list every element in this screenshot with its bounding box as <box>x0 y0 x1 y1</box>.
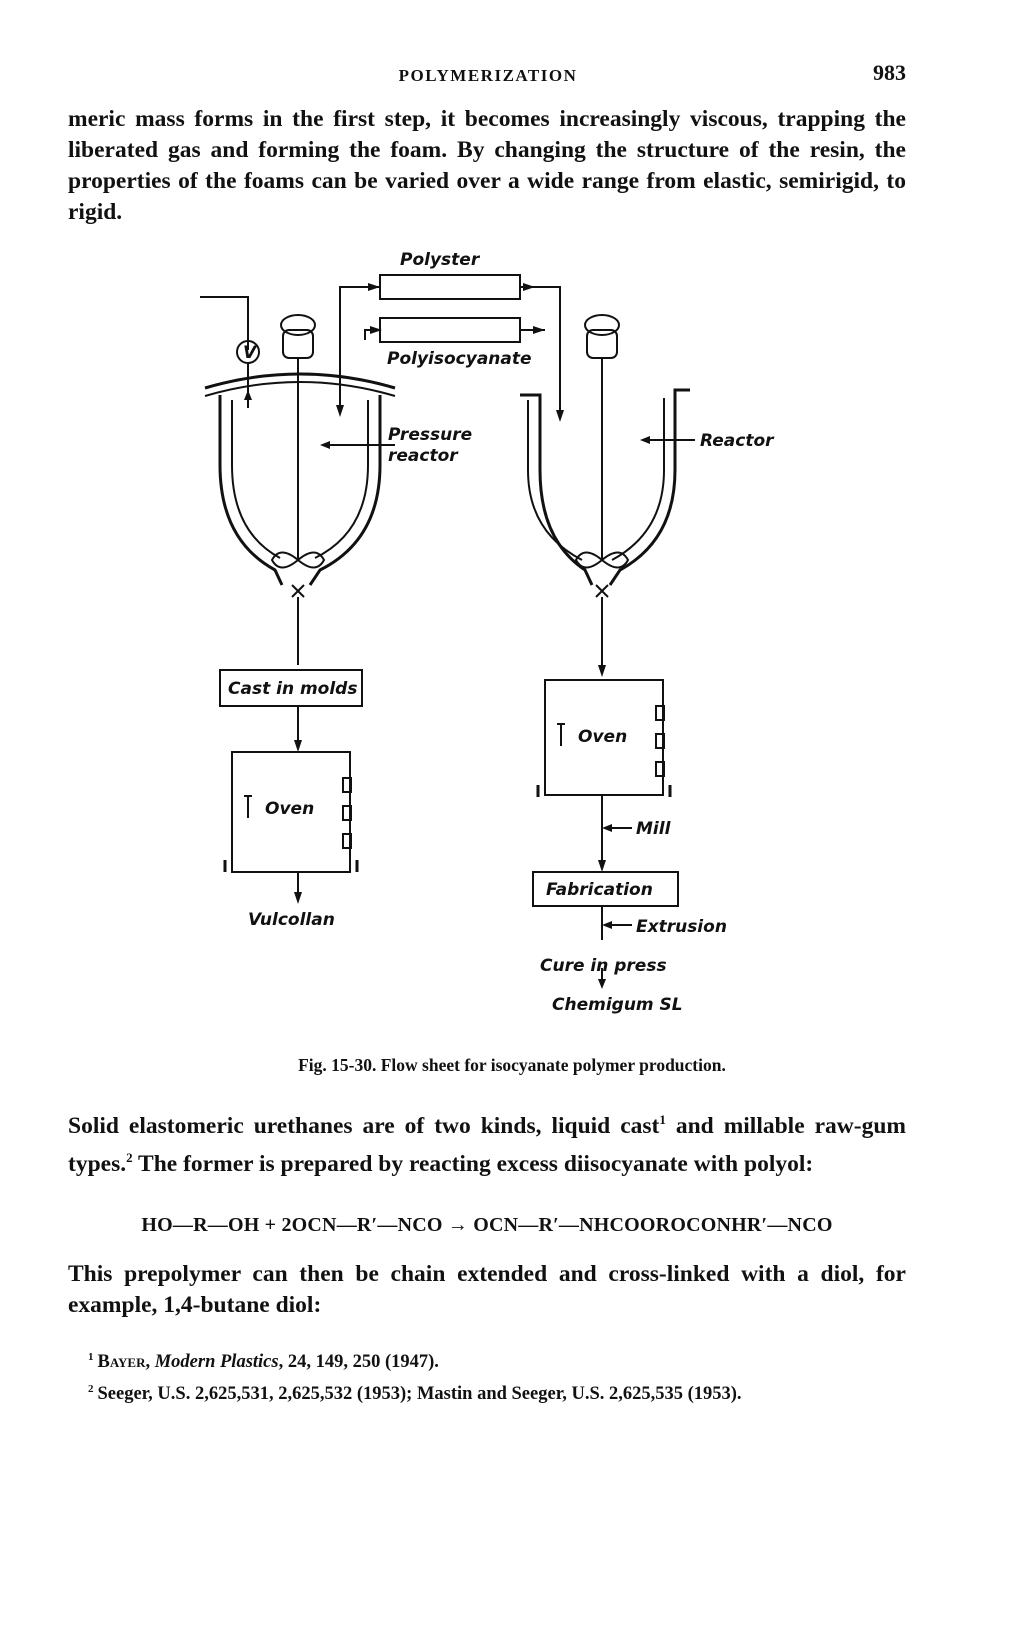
label-reactor: Reactor <box>700 431 775 451</box>
label-chemigum: Chemigum SL <box>552 995 683 1015</box>
polyisocyanate-feed-box <box>379 317 521 343</box>
footnote-1-journal: Modern Plastics <box>154 1352 279 1373</box>
running-head: POLYMERIZATION <box>398 66 578 85</box>
footnote-ref-1: 1 <box>659 1112 666 1127</box>
label-cast-in-molds: Cast in molds <box>228 679 357 699</box>
paragraph-foam: meric mass forms in the first step, it b… <box>68 106 906 225</box>
p2-text-c: The former is prepared by reacting exces… <box>132 1150 814 1177</box>
fabrication-box <box>532 871 679 907</box>
label-fabrication: Fabrication <box>546 880 653 900</box>
label-valve: V <box>243 343 258 363</box>
polyster-feed-box <box>379 274 521 300</box>
paragraph-prepolymer: This prepolymer can then be chain extend… <box>68 1261 906 1318</box>
figure-caption: Fig. 15-30. Flow sheet for isocyanate po… <box>298 1055 726 1075</box>
pressure-reactor-vessel <box>218 395 382 586</box>
equation: HO—R—OH + 2OCN—R′—NCO → OCN—R′—NHCOOROCO… <box>141 1214 833 1236</box>
label-mill: Mill <box>636 819 672 839</box>
footnote-ref-2: 2 <box>126 1149 133 1165</box>
page-number: 983 <box>873 60 906 85</box>
label-pressure: Pressure <box>388 425 472 445</box>
label-cure-in-press: Cure in press <box>540 956 667 976</box>
footnote-1-author: Bayer <box>97 1352 146 1373</box>
page-header: POLYMERIZATION 983 <box>70 60 906 90</box>
label-polyster: Polyster <box>400 250 481 270</box>
label-oven-left: Oven <box>265 799 314 819</box>
flow-sheet-figure: Polyster Polyisocyanate V Pressure react… <box>200 250 775 1015</box>
label-polyisocyanate: Polyisocyanate <box>387 349 532 369</box>
p2-text-a: Solid elastomeric urethanes are of two k… <box>68 1112 660 1139</box>
label-vulcollan: Vulcollan <box>248 910 335 930</box>
paragraph-elastomers: Solid elastomeric urethanes are of two k… <box>68 1104 906 1180</box>
p2-text-b: and millable raw-gum types. <box>68 1112 906 1177</box>
pressure-reactor-lid <box>204 372 396 390</box>
cast-in-molds-box <box>219 669 363 707</box>
label-reactor-word: reactor <box>388 446 459 466</box>
footnote-2-text: Seeger, U.S. 2,625,531, 2,625,532 (1953)… <box>97 1384 742 1405</box>
label-extrusion: Extrusion <box>636 917 727 937</box>
label-oven-right: Oven <box>578 727 627 747</box>
